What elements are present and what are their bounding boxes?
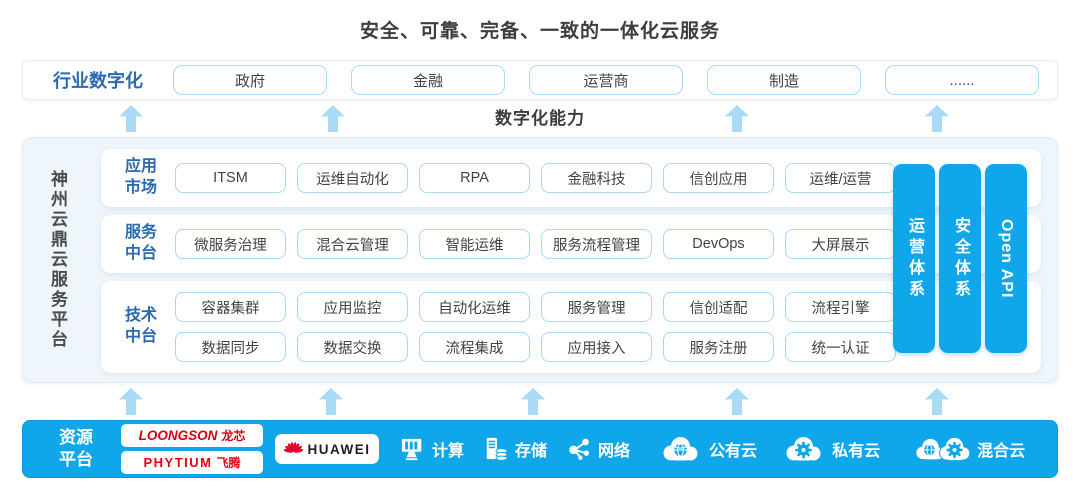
- huawei-logo-text: HUAWEI: [307, 441, 371, 457]
- platform-panel: 神州云鼎云服务平台 应用 市场 ITSM 运维自动化 RPA 金融科技 信创应用…: [22, 137, 1058, 383]
- industry-band: 行业数字化 政府 金融 运营商 制造 ......: [22, 60, 1058, 100]
- phytium-logo-text: PHYTIUM: [143, 455, 213, 470]
- resource-item-hybrid-cloud: 混合云: [914, 435, 1025, 463]
- industry-item-finance: 金融: [351, 65, 505, 95]
- resource-item-storage: 存储: [484, 437, 547, 461]
- platform-item: 运维自动化: [297, 163, 408, 193]
- resource-item-public-cloud: 公有云: [660, 435, 757, 463]
- row-label-service: 服务 中台: [124, 224, 157, 262]
- up-arrow: [925, 388, 949, 415]
- vendor-chip-phytium: PHYTIUM 飞腾: [121, 451, 263, 474]
- resource-item-private-cloud: 私有云: [783, 435, 880, 463]
- pillar-security-system: 安全体系: [939, 164, 981, 353]
- platform-item: 金融科技: [541, 163, 652, 193]
- platform-item: RPA: [419, 163, 530, 193]
- loongson-logo-text: LOONGSON: [138, 428, 218, 443]
- industry-item-operator: 运营商: [529, 65, 683, 95]
- platform-row-service: 服务 中台 微服务治理 混合云管理 智能运维 服务流程管理 DevOps 大屏展…: [101, 215, 1041, 273]
- vendor-chip-loongson: LOONGSON 龙芯: [121, 424, 263, 447]
- capability-label: 数字化能力: [495, 109, 585, 128]
- resource-item-compute: 计算: [401, 437, 464, 461]
- row-label-app-market: 应用 市场: [124, 158, 157, 196]
- platform-item: ITSM: [175, 163, 286, 193]
- compute-icon: [401, 437, 425, 461]
- row-items-app-market: ITSM 运维自动化 RPA 金融科技 信创应用 运维/运营: [175, 163, 901, 193]
- up-arrow: [521, 388, 545, 415]
- storage-icon: [484, 437, 508, 461]
- cloud-globe-icon: [660, 435, 702, 463]
- platform-side-label-text: 神州云鼎云服务平台: [48, 170, 67, 350]
- row-label-technology: 技术 中台: [124, 307, 157, 345]
- row-items-technology: 容器集群 应用监控 自动化运维 服务管理 信创适配 流程引擎 数据同步 数据交换…: [175, 292, 901, 362]
- industry-item-more: ......: [885, 65, 1039, 95]
- double-cloud-globe-gear-icon: [914, 435, 971, 463]
- platform-side-label: 神州云鼎云服务平台: [48, 138, 67, 382]
- up-arrow: [725, 388, 749, 415]
- up-arrow: [319, 388, 343, 415]
- platform-item: 数据交换: [297, 332, 408, 362]
- platform-item: 服务流程管理: [541, 229, 652, 259]
- platform-item: 流程集成: [419, 332, 530, 362]
- platform-item: 信创应用: [663, 163, 774, 193]
- platform-item: 运维/运营: [785, 163, 896, 193]
- industry-band-label: 行业数字化: [53, 71, 143, 91]
- industry-items: 政府 金融 运营商 制造 ......: [173, 65, 1039, 95]
- platform-row-app-market: 应用 市场 ITSM 运维自动化 RPA 金融科技 信创应用 运维/运营: [101, 149, 1041, 207]
- platform-item: 混合云管理: [297, 229, 408, 259]
- vendor-stack: LOONGSON 龙芯 PHYTIUM 飞腾: [121, 424, 263, 474]
- platform-item: 数据同步: [175, 332, 286, 362]
- industry-item-government: 政府: [173, 65, 327, 95]
- page-title: 安全、可靠、完备、一致的一体化云服务: [359, 21, 720, 42]
- platform-item: DevOps: [663, 229, 774, 259]
- platform-item: 应用监控: [297, 292, 408, 322]
- platform-item: 应用接入: [541, 332, 652, 362]
- platform-item: 流程引擎: [785, 292, 896, 322]
- resource-item-network: 网络: [567, 437, 630, 461]
- lower-arrows: [22, 388, 1058, 415]
- pillar-open-api: Open API: [985, 164, 1027, 353]
- resource-bar-label: 资源 平台: [59, 427, 93, 469]
- pillar-operations-system: 运营体系: [893, 164, 935, 353]
- platform-item: 服务注册: [663, 332, 774, 362]
- platform-row-technology: 技术 中台 容器集群 应用监控 自动化运维 服务管理 信创适配 流程引擎 数据同…: [101, 281, 1041, 373]
- network-icon: [567, 437, 591, 461]
- up-arrow: [119, 388, 143, 415]
- capability-band: 数字化能力: [22, 102, 1058, 136]
- platform-item: 智能运维: [419, 229, 530, 259]
- huawei-flower-icon: [283, 440, 303, 458]
- platform-item: 服务管理: [541, 292, 652, 322]
- platform-item: 大屏展示: [785, 229, 896, 259]
- resource-bar: 资源 平台 LOONGSON 龙芯 PHYTIUM 飞腾: [22, 420, 1058, 478]
- vendor-chip-huawei: HUAWEI: [275, 434, 379, 464]
- platform-item: 统一认证: [785, 332, 896, 362]
- platform-item: 容器集群: [175, 292, 286, 322]
- platform-item: 信创适配: [663, 292, 774, 322]
- row-items-service: 微服务治理 混合云管理 智能运维 服务流程管理 DevOps 大屏展示: [175, 229, 901, 259]
- industry-item-manufacturing: 制造: [707, 65, 861, 95]
- platform-item: 微服务治理: [175, 229, 286, 259]
- cloud-gear-icon: [783, 435, 825, 463]
- platform-item: 自动化运维: [419, 292, 530, 322]
